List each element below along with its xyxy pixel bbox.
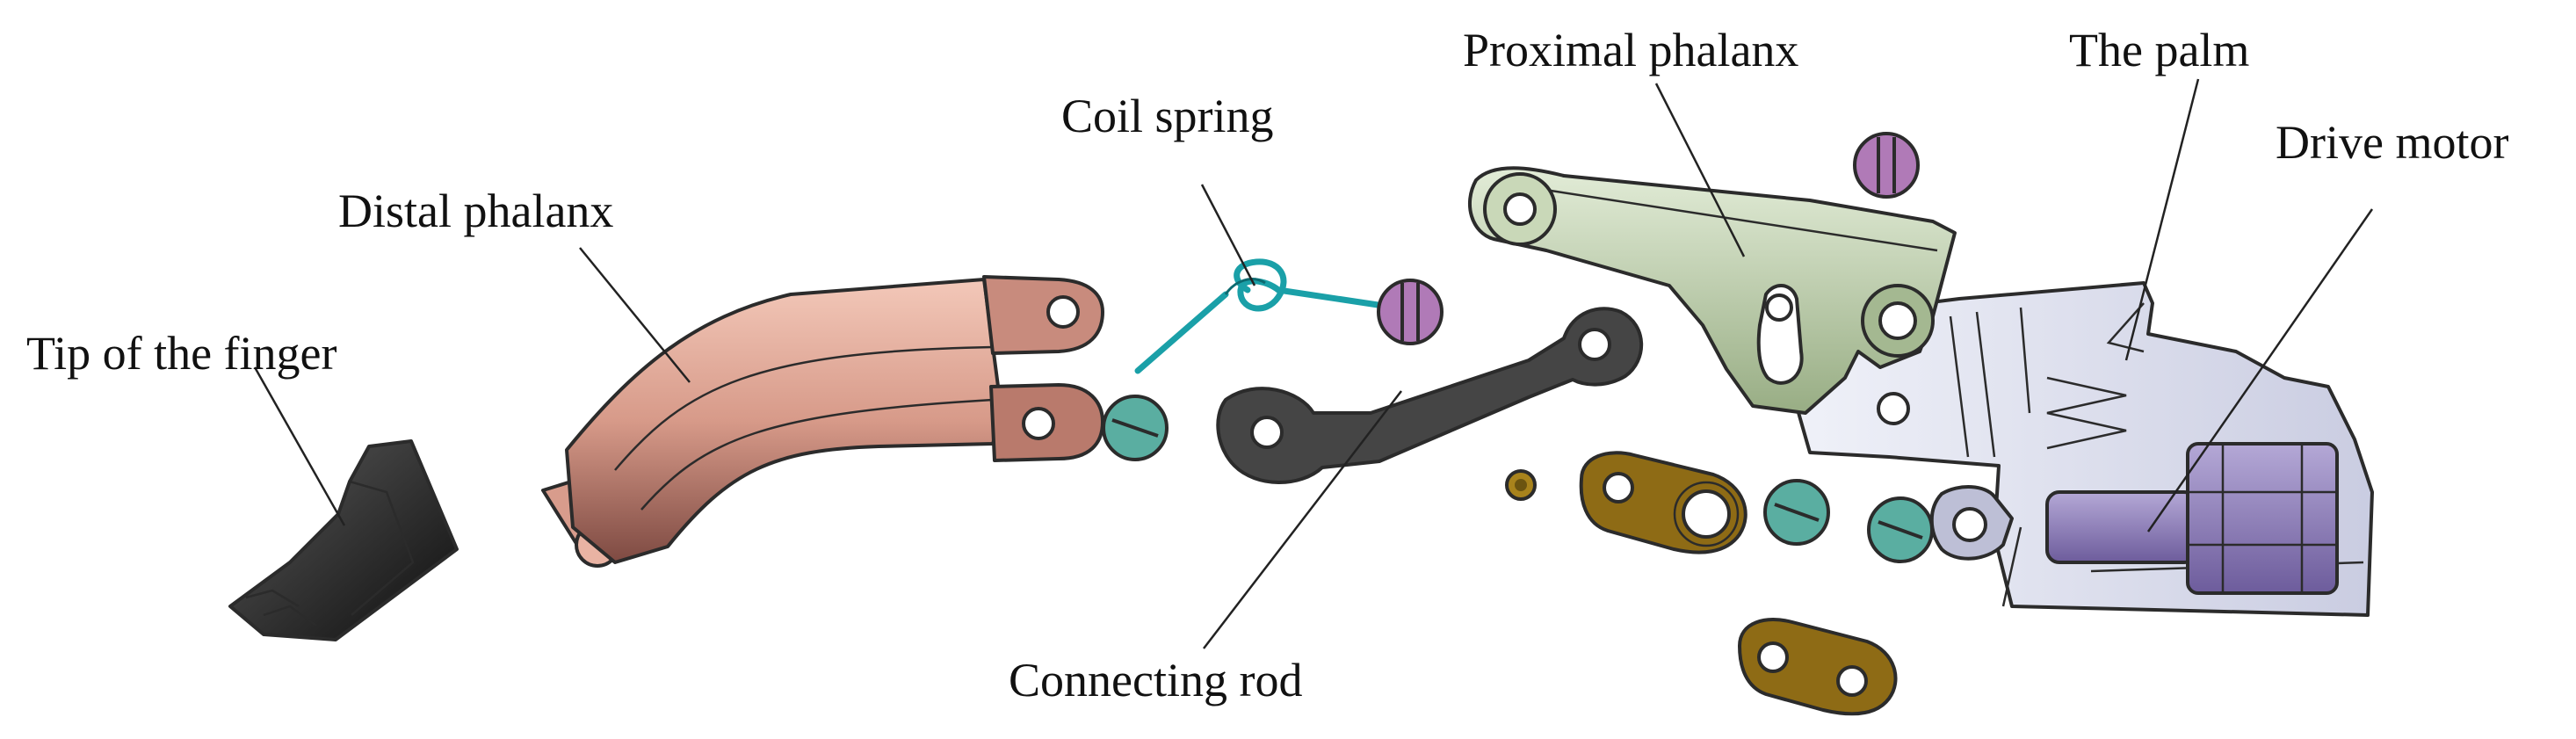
- leader-motor: [2146, 208, 2374, 533]
- label-coil-spring: Coil spring: [1061, 90, 1274, 142]
- connecting-rod-part: [1216, 307, 1644, 484]
- leader-distal: [579, 247, 691, 383]
- label-tip-of-finger: Tip of the finger: [26, 327, 336, 380]
- purple-screw-2: [1853, 132, 1920, 199]
- drive-motor-part: [1929, 442, 2339, 595]
- purple-screw-1: [1377, 279, 1444, 345]
- label-the-palm: The palm: [2069, 24, 2249, 76]
- fingertip-part: [228, 439, 459, 641]
- label-drive-motor: Drive motor: [2276, 116, 2508, 169]
- proximal-phalanx-part: [1467, 166, 1957, 415]
- coil-spring-part: [1134, 258, 1387, 374]
- leader-palm: [2124, 78, 2200, 361]
- leader-coil-spring: [1200, 184, 1256, 286]
- label-distal-phalanx: Distal phalanx: [338, 185, 613, 237]
- link-bracket-upper: [1579, 451, 1747, 554]
- teal-pin-1: [1102, 395, 1169, 461]
- label-proximal-phalanx: Proximal phalanx: [1463, 24, 1798, 76]
- leader-tip: [253, 366, 346, 526]
- leader-proximal: [1654, 83, 1746, 257]
- teal-pin-3: [1763, 479, 1830, 546]
- distal-phalanx-part: [541, 275, 1104, 568]
- leader-connecting-rod: [1203, 390, 1402, 649]
- label-connecting-rod: Connecting rod: [1009, 654, 1302, 706]
- link-bracket-lower: [1738, 618, 1898, 716]
- teal-pin-4: [1867, 496, 1934, 563]
- small-pin-part: [1505, 469, 1537, 501]
